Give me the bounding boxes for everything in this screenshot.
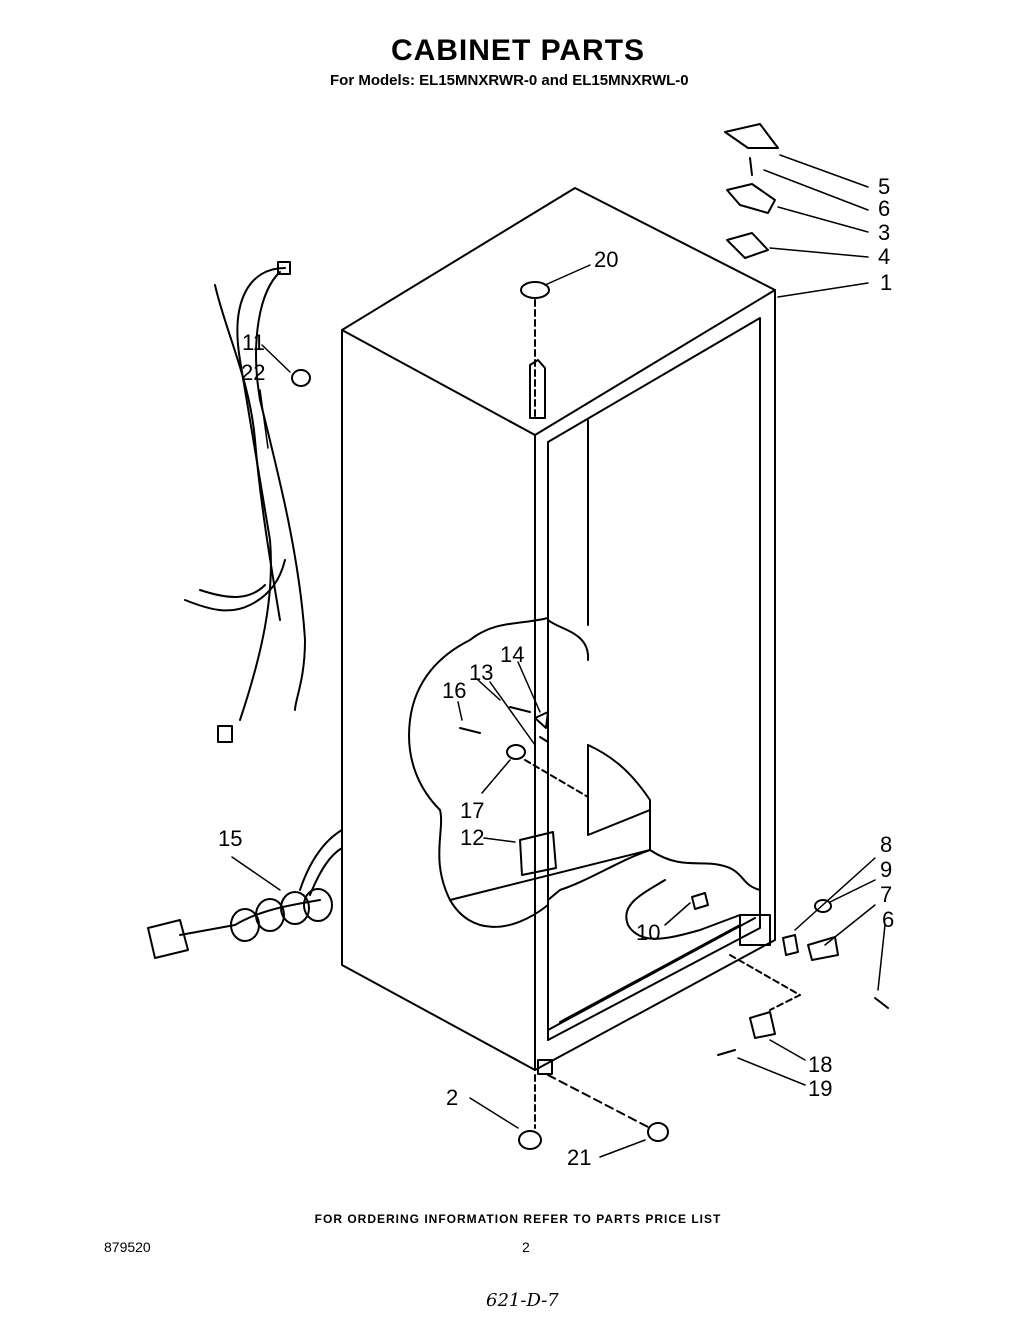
callout-20: 20 — [594, 247, 618, 272]
callout-15: 15 — [218, 826, 242, 851]
grommet — [291, 369, 311, 387]
callout-3: 3 — [878, 220, 890, 245]
bracket — [691, 892, 709, 910]
power-cord — [147, 829, 343, 959]
hinge-cover — [724, 123, 779, 149]
page-title: CABINET PARTS — [390, 34, 646, 67]
callout-10: 10 — [636, 920, 660, 945]
callout-5: 5 — [878, 174, 890, 199]
callout-12: 12 — [460, 825, 484, 850]
callout-4: 4 — [878, 244, 890, 269]
top-plug — [520, 281, 550, 299]
leader-lines — [231, 154, 886, 1158]
hinge-bolt — [749, 157, 753, 176]
callout-2: 2 — [446, 1085, 458, 1110]
cabinet — [341, 187, 776, 1075]
top-hinge — [726, 183, 776, 214]
callout-14: 14 — [500, 642, 524, 667]
callout-21: 21 — [567, 1145, 591, 1170]
bottom-plug — [647, 1122, 669, 1142]
ordering-note: FOR ORDERING INFORMATION REFER TO PARTS … — [314, 1212, 722, 1226]
callout-6-top: 6 — [878, 196, 890, 221]
callout-1: 1 — [880, 270, 892, 295]
callout-19: 19 — [808, 1076, 832, 1101]
callout-9: 9 — [880, 857, 892, 882]
internal-parts — [459, 706, 589, 876]
callout-13: 13 — [469, 660, 493, 685]
bottom-hinge-parts — [782, 899, 889, 1009]
handwritten-note: 621-D-7 — [486, 1290, 559, 1311]
hinge-screw — [717, 1049, 736, 1056]
leveling-leg — [518, 1074, 542, 1150]
callout-17: 17 — [460, 798, 484, 823]
callout-18: 18 — [808, 1052, 832, 1077]
callout-11: 11 — [242, 330, 265, 355]
callout-7: 7 — [880, 882, 892, 907]
callout-8: 8 — [880, 832, 892, 857]
callout-16: 16 — [442, 678, 466, 703]
hinge-pin-bracket — [749, 1011, 776, 1039]
page-number: 2 — [522, 1239, 530, 1255]
callout-22: 22 — [241, 360, 265, 385]
hinge-shim — [726, 232, 769, 259]
models-subtitle: For Models: EL15MNXRWR-0 and EL15MNXRWL-… — [330, 72, 689, 89]
callout-6-bottom: 6 — [882, 907, 894, 932]
wire-harness — [184, 261, 306, 743]
document-number: 879520 — [104, 1239, 151, 1255]
